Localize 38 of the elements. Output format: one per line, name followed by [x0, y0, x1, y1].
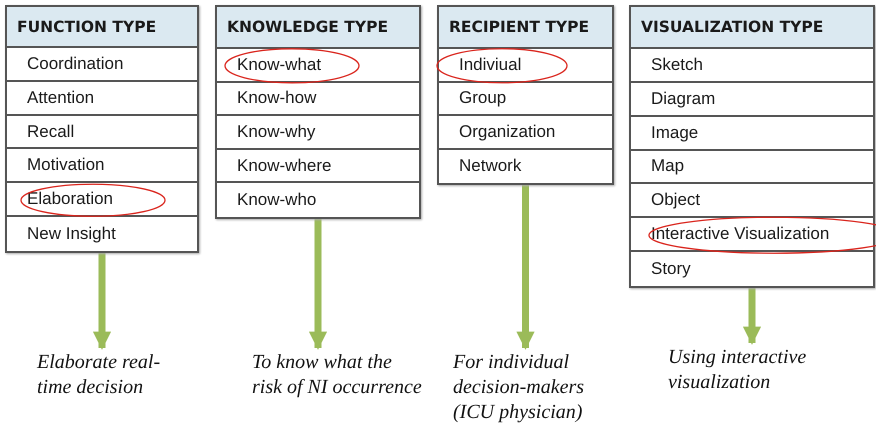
list-item: Attention	[7, 82, 197, 116]
arrow	[516, 185, 535, 350]
outcome-text: Elaborate real-time decision	[37, 350, 187, 400]
outcome-text: For individual decision-makers (ICU physician)	[453, 350, 623, 425]
list-item: Know-why	[217, 116, 419, 150]
table-panel	[437, 5, 614, 185]
table-panel	[629, 5, 875, 288]
list-item: Know-where	[217, 150, 419, 184]
column-header: KNOWLEDGE TYPE	[217, 7, 419, 49]
list-item: Motivation	[7, 150, 197, 184]
column-header: VISUALIZATION TYPE	[631, 7, 873, 49]
list-item: Object	[631, 184, 873, 218]
list-item: Interactive Visualization	[631, 218, 873, 252]
list-item: Indiviual	[439, 49, 612, 82]
list-item: Recall	[7, 116, 197, 150]
arrow	[92, 253, 112, 350]
list-item: Elaboration	[7, 183, 197, 218]
table-panel	[215, 5, 421, 219]
list-item: Know-who	[217, 183, 419, 217]
column-header: FUNCTION TYPE	[7, 7, 197, 48]
list-item: Map	[631, 150, 873, 184]
arrow	[308, 219, 328, 350]
list-item: New Insight	[7, 217, 197, 251]
list-item: Story	[631, 252, 873, 286]
list-item: Coordination	[7, 48, 197, 82]
outcome-text: To know what the risk of NI occurrence	[252, 350, 424, 400]
table-panel	[5, 5, 199, 253]
outcome-text: Using interactive visualization	[668, 345, 853, 395]
list-item: Diagram	[631, 82, 873, 117]
list-item: Know-how	[217, 82, 419, 116]
list-item: Know-what	[217, 49, 419, 83]
list-item: Group	[439, 82, 612, 116]
list-item: Sketch	[631, 49, 873, 83]
list-item: Organization	[439, 116, 612, 150]
arrow	[742, 288, 762, 345]
list-item: Network	[439, 150, 612, 183]
list-item: Image	[631, 116, 873, 151]
column-header: RECIPIENT TYPE	[439, 7, 612, 49]
